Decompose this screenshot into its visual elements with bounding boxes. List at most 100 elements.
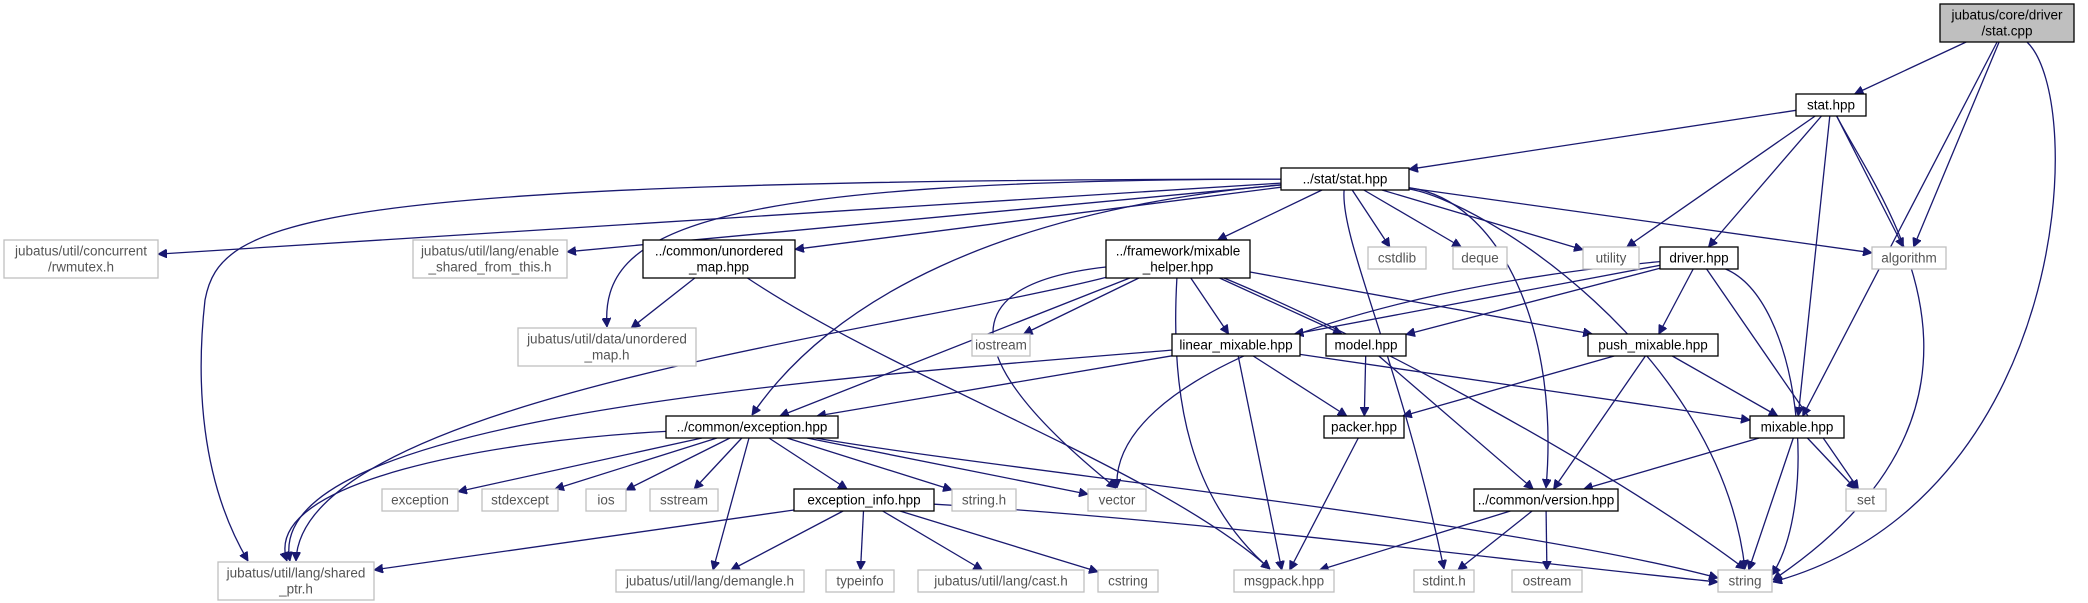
edge-mixable_helper-to-push_mixable	[1249, 271, 1592, 334]
edge-root-to-stat_hpp	[1855, 41, 1967, 94]
node-exception: exception	[381, 488, 459, 512]
edge-mixable_hpp-to-common_version	[1584, 437, 1760, 489]
node-mixable-hpp[interactable]: mixable.hpp	[1749, 415, 1845, 439]
node-box	[412, 239, 568, 279]
edge-exception_info-to-cast_h	[882, 510, 983, 571]
node-utility: utility	[1582, 246, 1640, 270]
node-common-unordered-map[interactable]: ../common/unordered_map.hpp	[642, 239, 796, 279]
node-label: msgpack.hpp	[1244, 574, 1324, 589]
node-box	[1413, 569, 1475, 593]
node-set: set	[1845, 488, 1887, 512]
node-root[interactable]: jubatus/core/driver/stat.cpp	[1939, 3, 2075, 43]
node-box	[1452, 246, 1508, 270]
node-label: set	[1857, 493, 1875, 508]
edge-exception_info-to-string	[933, 503, 1718, 582]
edge-common_unordered_map-to-util_unordered_map	[631, 277, 696, 328]
node-label: ios	[597, 493, 615, 508]
edge-push_mixable-to-mixable_hpp	[1671, 355, 1777, 417]
node-label: ../common/exception.hpp	[677, 420, 828, 435]
node-stdint: stdint.h	[1413, 569, 1475, 593]
node-label: ../stat/stat.hpp	[1303, 172, 1388, 187]
edge-stat_stat_hpp-to-shared_ptr	[200, 178, 1282, 561]
node-label: jubatus/util/lang/shared	[226, 566, 366, 581]
node-box	[917, 569, 1085, 593]
edge-model_hpp-to-packer_hpp	[1364, 355, 1365, 416]
node-stat-hpp[interactable]: stat.hpp	[1795, 93, 1867, 117]
node-ostream: ostream	[1511, 569, 1583, 593]
node-box	[615, 569, 805, 593]
node-box	[1105, 239, 1251, 279]
node-stat-stat-hpp[interactable]: ../stat/stat.hpp	[1280, 167, 1410, 191]
node-label: jubatus/util/concurrent	[14, 244, 147, 259]
edge-driver_hpp-to-model_hpp	[1406, 267, 1661, 334]
edge-driver_hpp-to-string	[1725, 268, 1799, 575]
edge-mixable_helper-to-model_hpp	[1219, 277, 1343, 334]
node-layer: jubatus/core/driver/stat.cpp stat.hpp ../s…	[3, 3, 2075, 601]
node-vector: vector	[1087, 488, 1147, 512]
edge-common_exception-to-string_h	[786, 437, 952, 490]
edge-mixable_helper-to-iostream	[1024, 277, 1140, 335]
node-label: model.hpp	[1334, 338, 1397, 353]
node-label: _helper.hpp	[1142, 260, 1214, 275]
node-model-hpp[interactable]: model.hpp	[1325, 333, 1407, 357]
node-typeinfo: typeinfo	[825, 569, 895, 593]
edge-packer_hpp-to-msgpack	[1289, 437, 1359, 570]
node-iostream: iostream	[971, 333, 1031, 357]
node-label: sstream	[660, 493, 708, 508]
node-box	[1280, 167, 1410, 191]
node-exception-info[interactable]: exception_info.hpp	[793, 488, 935, 512]
edge-stat_stat_hpp-to-deque	[1363, 189, 1461, 248]
node-deque: deque	[1452, 246, 1508, 270]
node-push-mixable[interactable]: push_mixable.hpp	[1587, 333, 1719, 357]
edge-driver_hpp-to-set	[1706, 268, 1859, 489]
edge-mixable_helper-to-vector	[992, 266, 1116, 488]
node-box	[1939, 3, 2075, 43]
edge-common_exception-to-vector	[806, 437, 1088, 494]
node-box	[649, 488, 719, 512]
node-packer-hpp[interactable]: packer.hpp	[1323, 415, 1405, 439]
node-box	[1717, 569, 1773, 593]
node-mixable-helper[interactable]: ../framework/mixable_helper.hpp	[1105, 239, 1251, 279]
node-driver-hpp[interactable]: driver.hpp	[1659, 246, 1739, 270]
node-label: exception_info.hpp	[807, 493, 920, 508]
node-cast-h: jubatus/util/lang/cast.h	[917, 569, 1085, 593]
node-enable-shared: jubatus/util/lang/enable_shared_from_thi…	[412, 239, 568, 279]
node-box	[1087, 488, 1147, 512]
node-label: /stat.cpp	[1981, 24, 2032, 39]
node-common-version[interactable]: ../common/version.hpp	[1473, 488, 1619, 512]
node-label: _ptr.h	[278, 582, 313, 597]
edge-linear_mixable-to-packer_hpp	[1252, 355, 1347, 417]
edge-model_hpp-to-common_version	[1378, 355, 1533, 489]
edge-stat_hpp-to-algorithm	[1836, 115, 1904, 247]
node-algorithm: algorithm	[1871, 246, 1947, 270]
node-label: mixable.hpp	[1761, 420, 1834, 435]
edge-stat_stat_hpp-to-common_version	[1408, 187, 1548, 488]
edge-push_mixable-to-packer_hpp	[1403, 355, 1615, 416]
node-label: stdexcept	[491, 493, 549, 508]
node-label: jubatus/core/driver	[1950, 8, 2063, 23]
edge-mixable_helper-to-common_exception	[780, 277, 1131, 416]
node-box	[1233, 569, 1335, 593]
node-box	[3, 239, 159, 279]
edge-common_version-to-stdint	[1458, 510, 1533, 570]
edge-driver_hpp-to-push_mixable	[1658, 268, 1694, 334]
node-box	[1871, 246, 1947, 270]
node-label: push_mixable.hpp	[1598, 338, 1708, 353]
edge-stat_stat_hpp-to-string	[1408, 188, 1745, 569]
edge-stat_stat_hpp-to-cstdlib	[1351, 189, 1390, 247]
edge-driver_hpp-to-vector	[1117, 260, 1661, 488]
edge-exception_info-to-shared_ptr	[374, 509, 795, 570]
node-label: linear_mixable.hpp	[1179, 338, 1292, 353]
node-sstream: sstream	[649, 488, 719, 512]
node-common-exception[interactable]: ../common/exception.hpp	[665, 415, 839, 439]
edge-linear_mixable-to-shared_ptr	[289, 349, 1173, 561]
edge-stat_stat_hpp-to-stdint	[1343, 189, 1444, 569]
edge-stat_stat_hpp-to-mixable_helper	[1218, 189, 1323, 240]
node-linear-mixable[interactable]: linear_mixable.hpp	[1171, 333, 1301, 357]
edge-common_exception-to-shared_ptr	[285, 430, 667, 561]
node-shared-ptr: jubatus/util/lang/shared_ptr.h	[217, 561, 375, 601]
node-box	[1323, 415, 1405, 439]
edge-root-to-mixable_hpp	[1802, 41, 1998, 416]
node-string-h: string.h	[951, 488, 1017, 512]
